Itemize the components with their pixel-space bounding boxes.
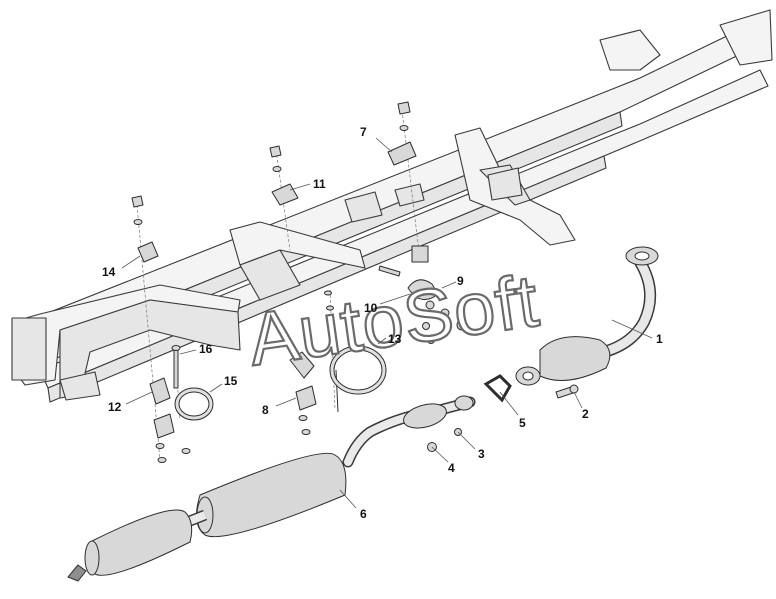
vehicle-frame xyxy=(11,9,773,403)
callout-12: 12 xyxy=(108,400,122,414)
bracket-7 xyxy=(387,141,417,166)
nut-2-head xyxy=(569,384,579,394)
nut-14 xyxy=(131,195,144,208)
callout-9: 9 xyxy=(457,274,464,288)
tail-pipe xyxy=(67,564,87,582)
head-16 xyxy=(171,345,181,351)
bracket-11 xyxy=(271,183,299,206)
main-muffler xyxy=(195,452,347,538)
washer-10d xyxy=(422,322,430,330)
washer-10b xyxy=(440,308,450,318)
washer-12b xyxy=(157,457,167,463)
callout-11: 11 xyxy=(313,177,326,191)
callout-5: 5 xyxy=(519,416,526,430)
washer-12c xyxy=(181,448,191,454)
washer-10e xyxy=(427,336,435,344)
clamp-9 xyxy=(407,279,439,300)
washer-7 xyxy=(399,125,409,131)
washer-8b xyxy=(326,305,334,311)
block-9 xyxy=(411,245,429,263)
washer-8c xyxy=(298,415,308,421)
resonator xyxy=(403,403,447,429)
converter-body xyxy=(539,336,611,381)
washer-14 xyxy=(133,219,143,225)
washer-8a xyxy=(324,290,332,296)
muffler-assembly xyxy=(67,395,476,582)
catalytic-converter-pipe xyxy=(515,246,659,386)
bracket-12 xyxy=(149,377,171,405)
callout-3: 3 xyxy=(478,447,485,461)
washer-12a xyxy=(155,443,165,449)
pipe-flange xyxy=(454,395,474,411)
callout-13: 13 xyxy=(388,332,402,346)
bolt-16 xyxy=(173,347,179,389)
callout-7: 7 xyxy=(360,125,367,139)
callout-4: 4 xyxy=(448,461,455,475)
nut-10c xyxy=(456,319,468,331)
bracket-8 xyxy=(289,351,315,379)
callout-16: 16 xyxy=(199,342,213,356)
callout-2: 2 xyxy=(582,407,589,421)
rear-muffler xyxy=(87,509,193,576)
washer-8d xyxy=(301,429,311,435)
nut-7 xyxy=(397,101,411,115)
bolt-9 xyxy=(378,265,401,277)
bolt-8 xyxy=(335,369,339,413)
hanger-8 xyxy=(295,385,317,411)
callouts: 1 2 3 4 5 6 7 8 9 10 11 12 13 14 15 16 xyxy=(102,125,663,521)
bracket-14 xyxy=(137,241,159,263)
hardware xyxy=(131,101,579,463)
callout-10: 10 xyxy=(364,301,378,315)
callout-14: 14 xyxy=(102,265,116,279)
nut-11 xyxy=(269,145,282,158)
callout-15: 15 xyxy=(224,374,238,388)
callout-1: 1 xyxy=(656,332,663,346)
washer-10a xyxy=(425,300,435,310)
callout-8: 8 xyxy=(262,403,269,417)
callout-6: 6 xyxy=(360,507,367,521)
gasket-5 xyxy=(483,374,512,403)
hanger-12 xyxy=(153,413,175,439)
washer-11 xyxy=(272,166,282,172)
